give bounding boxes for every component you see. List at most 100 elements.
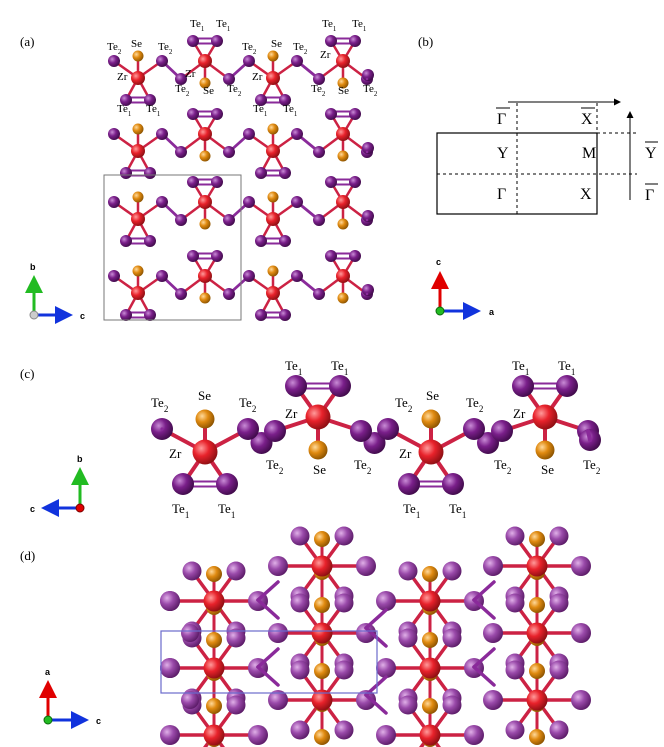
zr-atom: [131, 144, 145, 158]
te-atom: [290, 660, 310, 680]
te-atom: [571, 556, 591, 576]
se-label: Se: [313, 462, 326, 477]
panel-d-column: [268, 526, 376, 745]
te-atom: [255, 94, 267, 106]
te-atom: [549, 593, 569, 613]
zr-atom: [305, 404, 331, 430]
zr-atom: [266, 212, 280, 226]
te-atom: [156, 196, 168, 208]
te-atom: [160, 658, 180, 678]
zr-atom: [203, 724, 225, 746]
se-atom: [535, 440, 555, 460]
kp-m: M: [582, 145, 596, 162]
se-atom: [337, 218, 349, 230]
te-atom: [505, 660, 525, 680]
se-label: Se: [198, 388, 211, 403]
axis-d-horizontal-label: c: [96, 716, 101, 726]
se-atom: [195, 409, 215, 429]
te-atom: [156, 55, 168, 67]
zr-atom: [526, 689, 548, 711]
zr-atom: [198, 269, 212, 283]
te-atom: [442, 695, 462, 715]
te2-label: Te2: [466, 395, 483, 414]
zr-label: Zr: [399, 446, 412, 461]
te-atom: [181, 691, 199, 709]
se-atom: [421, 409, 441, 429]
axis-d-origin: [43, 715, 53, 725]
axis-b-horizontal-label: a: [489, 307, 495, 317]
te2-label: Te2: [242, 41, 257, 56]
zr-label: Zr: [252, 71, 263, 83]
se-atom: [529, 729, 545, 745]
te-atom: [325, 176, 337, 188]
se-atom: [422, 698, 438, 714]
panel-b-label: (b): [418, 34, 433, 49]
te-atom: [442, 473, 464, 495]
se-atom: [206, 698, 222, 714]
te1-label: Te1: [218, 501, 235, 520]
axis-a-vertical-label: b: [30, 262, 36, 272]
te-atom: [248, 725, 268, 745]
te-atom: [398, 628, 418, 648]
kp-x: X: [580, 186, 592, 203]
panel-a-label: (a): [20, 34, 34, 49]
te1-label: Te1: [172, 501, 189, 520]
te-atom: [108, 55, 120, 67]
te-atom: [398, 473, 420, 495]
te-atom: [362, 284, 374, 296]
te2-label: Te2: [354, 457, 371, 476]
te-atom: [279, 167, 291, 179]
te-atom: [362, 142, 374, 154]
panel-a-structure: [108, 35, 374, 321]
te-atom: [187, 35, 199, 47]
te-atom: [279, 94, 291, 106]
te2-label: Te2: [239, 395, 256, 414]
se-atom: [314, 597, 330, 613]
te1-label: Te1: [352, 18, 367, 33]
te2-label: Te2: [583, 457, 600, 476]
te-atom: [156, 270, 168, 282]
kp-gamma: Γ: [497, 186, 506, 203]
zr-atom: [526, 622, 548, 644]
zr-atom: [198, 127, 212, 141]
zr-label: Zr: [320, 49, 331, 61]
axis-c-horizontal-label: c: [30, 504, 35, 514]
panel-a-axes: b c: [25, 262, 85, 324]
bond: [256, 665, 280, 687]
te2-label: Te2: [227, 83, 242, 98]
te-atom: [120, 94, 132, 106]
te-atom: [108, 196, 120, 208]
kp-gamma-bar-right: Γ: [645, 187, 654, 204]
te-atom: [549, 660, 569, 680]
te-atom: [172, 473, 194, 495]
te-atom: [362, 69, 374, 81]
se-label: Se: [131, 38, 142, 50]
se-atom: [529, 597, 545, 613]
se-atom: [314, 729, 330, 745]
se-label: Se: [271, 38, 282, 50]
zr-atom: [336, 127, 350, 141]
kp-gamma-bar-top: Γ: [497, 111, 506, 128]
te-atom: [160, 591, 180, 611]
zr-atom: [311, 622, 333, 644]
te-atom: [120, 167, 132, 179]
te-atom: [442, 628, 462, 648]
te-atom: [144, 309, 156, 321]
te-atom: [334, 526, 354, 546]
se-atom: [337, 150, 349, 162]
te-atom: [356, 623, 376, 643]
se-atom: [199, 77, 211, 89]
se-atom: [529, 663, 545, 679]
bond: [364, 693, 388, 715]
te-atom: [175, 214, 187, 226]
te-atom: [290, 526, 310, 546]
te-atom: [255, 309, 267, 321]
te-atom: [334, 660, 354, 680]
te1-label: Te1: [216, 18, 231, 33]
panel-a-chain-row: [108, 108, 374, 179]
se-atom: [267, 191, 279, 203]
te-atom: [211, 250, 223, 262]
panel-c-structure: [151, 375, 601, 495]
te1-label: Te1: [449, 501, 466, 520]
